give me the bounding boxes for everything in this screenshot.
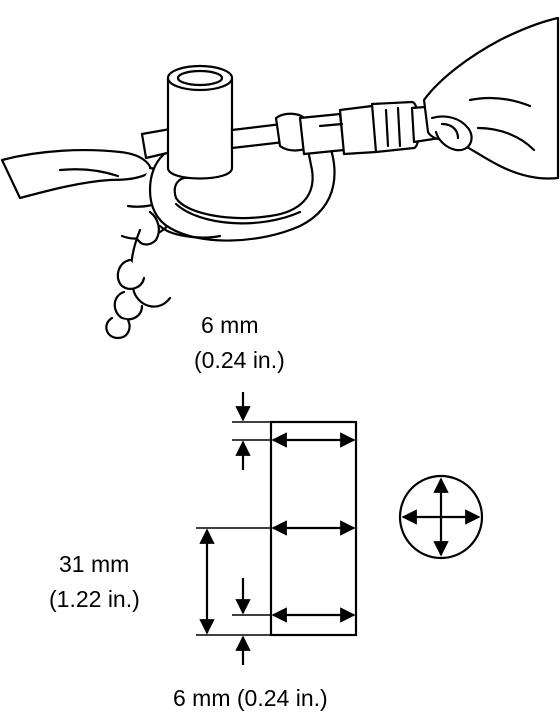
micrometer-spindle [230, 100, 442, 156]
label-left-mm: 31 mm [59, 551, 130, 577]
right-hand-illustration [422, 16, 560, 180]
bushing-illustration [166, 64, 234, 180]
measurement-diagram [196, 392, 484, 665]
label-left-in: (1.22 in.) [49, 586, 140, 612]
micrometer-illustration [0, 16, 560, 340]
label-bottom: 6 mm (0.24 in.) [173, 685, 328, 711]
label-top-in: (0.24 in.) [194, 347, 285, 373]
label-top-mm: 6 mm [201, 312, 259, 338]
left-hand-illustration [0, 149, 176, 340]
cross-section-circle [398, 474, 484, 560]
